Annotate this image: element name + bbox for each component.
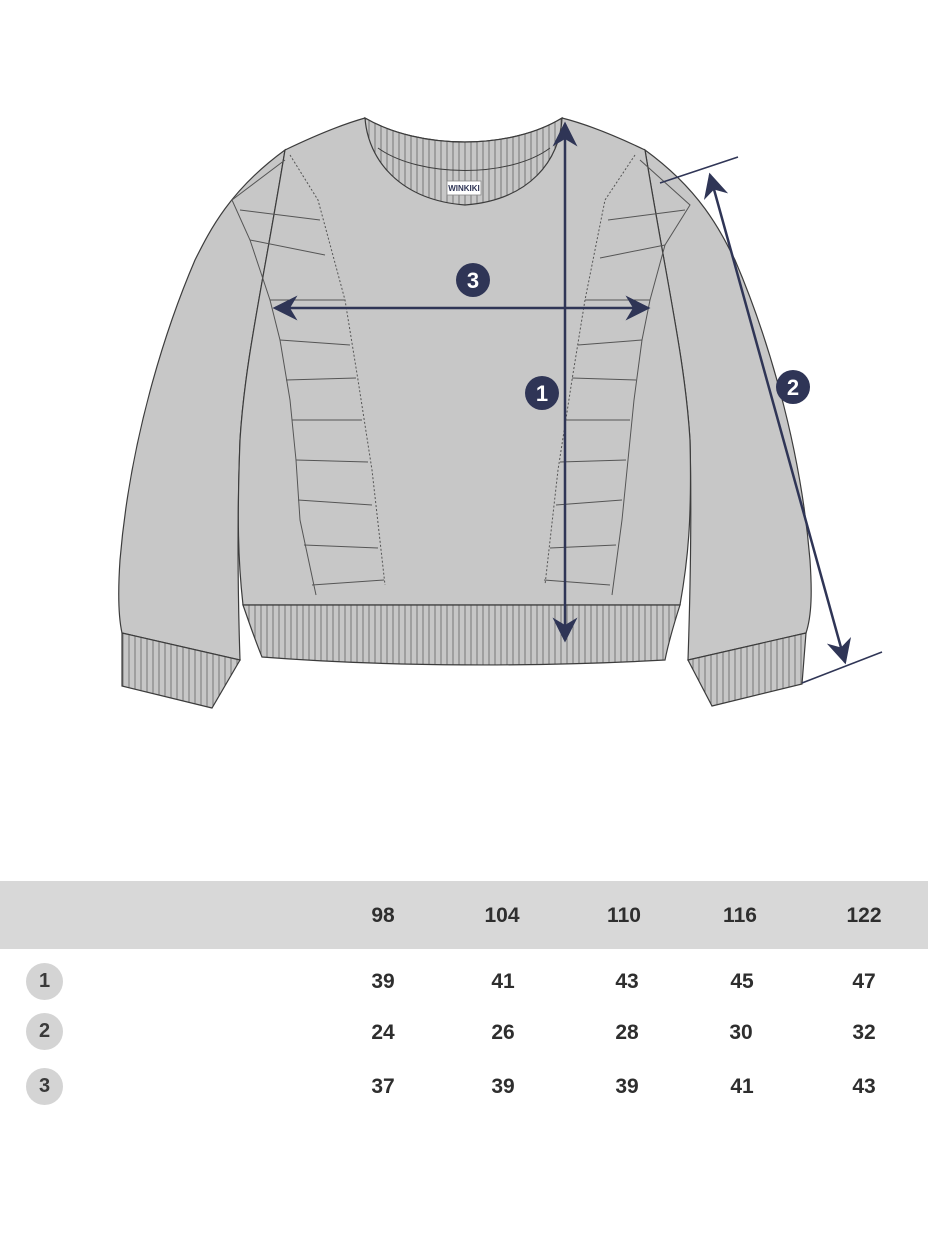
table-cell: 28 bbox=[615, 1021, 639, 1044]
table-row: 2 24 26 28 30 32 bbox=[0, 1013, 928, 1067]
marker-2: 2 bbox=[776, 370, 810, 404]
table-cell: 26 bbox=[491, 1021, 515, 1044]
size-header: 110 bbox=[607, 904, 641, 927]
row-marker-badge: 3 bbox=[26, 1068, 63, 1105]
table-row: 3 37 39 39 41 43 bbox=[0, 1067, 928, 1119]
brand-label bbox=[446, 180, 482, 196]
table-cell: 30 bbox=[729, 1021, 753, 1044]
marker-3: 3 bbox=[456, 263, 490, 297]
table-cell: 43 bbox=[852, 1075, 876, 1098]
table-cell: 43 bbox=[615, 970, 639, 993]
svg-text:1: 1 bbox=[536, 381, 548, 406]
measure-line-2 bbox=[703, 172, 852, 665]
left-cuff bbox=[121, 632, 241, 709]
svg-text:2: 2 bbox=[787, 375, 799, 400]
table-cell: 39 bbox=[491, 1075, 515, 1098]
row-marker-badge: 2 bbox=[26, 1013, 63, 1050]
measure-tick-bottom bbox=[801, 651, 883, 684]
sweatshirt-illustration: WINKIKI 3 1 bbox=[118, 116, 883, 709]
size-header: 98 bbox=[371, 904, 395, 927]
garment-diagram: WINKIKI 3 1 bbox=[118, 116, 883, 709]
table-cell: 24 bbox=[371, 1021, 395, 1044]
table-row: 1 39 41 43 45 47 bbox=[0, 963, 928, 1015]
svg-text:3: 3 bbox=[467, 268, 479, 293]
neck-rib bbox=[364, 116, 563, 206]
table-cell: 41 bbox=[491, 970, 515, 993]
table-cell: 37 bbox=[371, 1075, 395, 1098]
table-cell: 39 bbox=[371, 970, 395, 993]
measure-tick-top bbox=[659, 156, 739, 184]
table-cell: 47 bbox=[852, 970, 876, 993]
size-header: 104 bbox=[484, 904, 520, 927]
size-header-row: 98 104 110 116 122 bbox=[0, 881, 928, 949]
table-cell: 32 bbox=[852, 1021, 876, 1044]
size-table: 98 104 110 116 122 1 39 41 43 45 47 2 24… bbox=[0, 881, 928, 1119]
table-cell: 45 bbox=[730, 970, 754, 993]
row-marker-badge: 1 bbox=[26, 963, 63, 1000]
hem-rib bbox=[242, 604, 681, 666]
brand-label-text: WINKIKI bbox=[448, 184, 480, 193]
size-header: 116 bbox=[723, 904, 757, 927]
marker-1: 1 bbox=[525, 376, 559, 410]
left-ruffle bbox=[231, 154, 386, 596]
table-cell: 41 bbox=[730, 1075, 754, 1098]
size-header: 122 bbox=[846, 904, 882, 927]
table-cell: 39 bbox=[615, 1075, 639, 1098]
